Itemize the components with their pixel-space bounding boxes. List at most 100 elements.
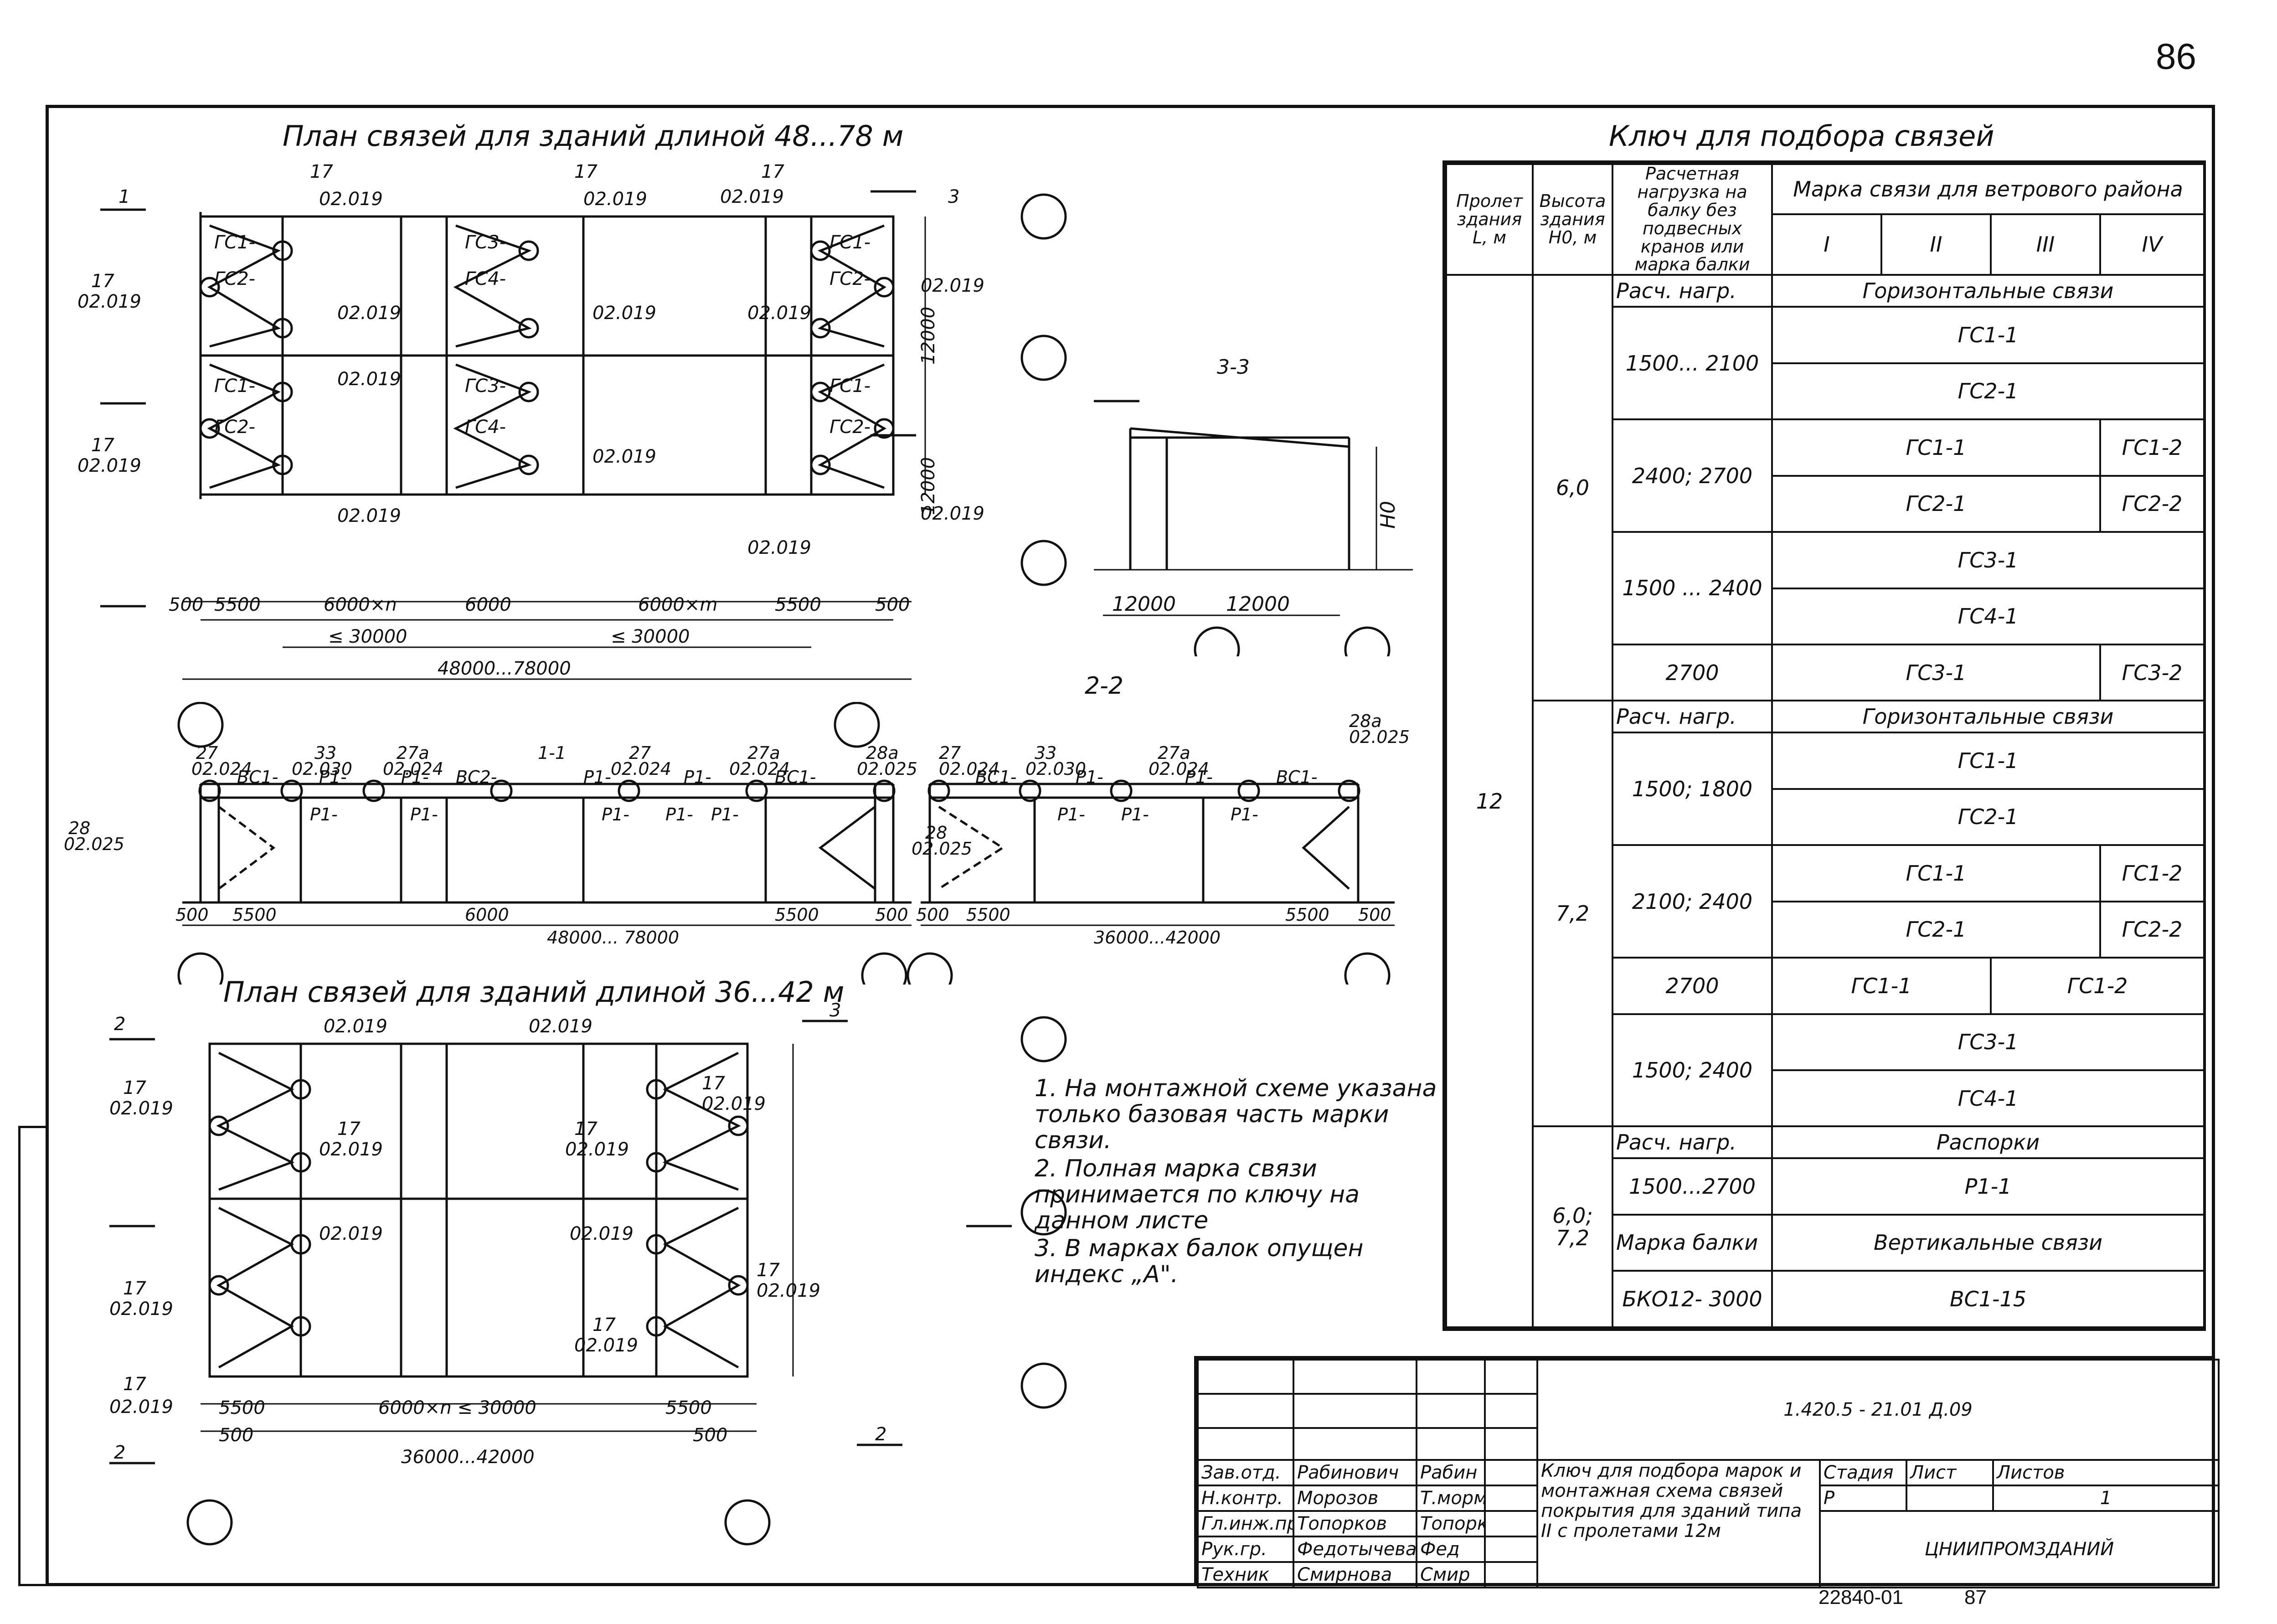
- svg-text:02.019: 02.019: [747, 537, 811, 558]
- svg-text:02.019: 02.019: [921, 503, 984, 524]
- svg-text:02.019: 02.019: [574, 1335, 638, 1356]
- svg-text:Р1-: Р1-: [711, 804, 739, 825]
- svg-text:12000: 12000: [918, 457, 939, 515]
- svg-text:ВС1-: ВС1-: [237, 767, 278, 787]
- svg-text:ГС1-: ГС1-: [214, 376, 255, 397]
- svg-text:02.024: 02.024: [1149, 759, 1209, 779]
- svg-text:02.019: 02.019: [757, 1280, 820, 1301]
- plan2-title: План связей для зданий длиной 36...42 м: [223, 975, 845, 1009]
- svg-text:28: 28: [68, 818, 90, 838]
- svg-text:5500: 5500: [232, 905, 277, 925]
- svg-text:17: 17: [123, 1278, 146, 1299]
- svg-text:48000...78000: 48000...78000: [438, 658, 571, 679]
- svg-text:5500: 5500: [775, 905, 819, 925]
- svg-text:≤ 30000: ≤ 30000: [611, 626, 690, 647]
- svg-text:500: 500: [693, 1425, 727, 1446]
- svg-text:02.019: 02.019: [529, 1016, 592, 1037]
- key-title: Ключ для подбора связей: [1609, 119, 1994, 153]
- svg-text:02.019: 02.019: [592, 303, 656, 324]
- svg-text:02.019: 02.019: [702, 1093, 766, 1114]
- svg-text:02.019: 02.019: [337, 505, 401, 526]
- svg-text:6000×n: 6000×n: [324, 594, 397, 615]
- svg-text:17: 17: [574, 161, 598, 182]
- doc-number: 1.420.5 - 21.01 Д.09: [1536, 1359, 2220, 1461]
- svg-text:02.019: 02.019: [319, 189, 383, 210]
- svg-text:500: 500: [916, 905, 949, 925]
- svg-text:02.025: 02.025: [1349, 727, 1410, 747]
- svg-text:02.019: 02.019: [720, 186, 784, 207]
- svg-text:≤ 30000: ≤ 30000: [328, 626, 407, 647]
- svg-text:500: 500: [1358, 905, 1391, 925]
- svg-text:ГС2-: ГС2-: [829, 417, 871, 438]
- svg-text:500: 500: [219, 1425, 253, 1446]
- svg-text:02.019: 02.019: [592, 446, 656, 467]
- plan1-title: План связей для зданий длиной 48...78 м: [283, 119, 904, 153]
- plan1-mark-02019: 02.019: [77, 291, 141, 312]
- svg-text:ВС1-: ВС1-: [775, 767, 816, 787]
- svg-text:6000: 6000: [465, 905, 509, 925]
- svg-text:02.019: 02.019: [921, 275, 984, 296]
- svg-text:02.019: 02.019: [583, 189, 647, 210]
- svg-text:5500: 5500: [665, 1397, 712, 1418]
- svg-text:5500: 5500: [775, 594, 821, 615]
- section-2-2-title: 2-2: [1085, 672, 1123, 700]
- svg-text:ВС2-: ВС2-: [456, 767, 497, 787]
- svg-text:6000×n ≤ 30000: 6000×n ≤ 30000: [378, 1397, 536, 1418]
- svg-text:02.019: 02.019: [747, 303, 811, 324]
- svg-text:02.019: 02.019: [109, 1098, 173, 1119]
- svg-text:02.019: 02.019: [319, 1139, 383, 1160]
- svg-text:36000...42000: 36000...42000: [401, 1447, 535, 1468]
- svg-text:02.019: 02.019: [565, 1139, 629, 1160]
- gc2-label: ГС2-: [214, 268, 255, 289]
- svg-text:6000: 6000: [465, 594, 511, 615]
- svg-text:02.024: 02.024: [729, 759, 790, 779]
- svg-text:27а: 27а: [747, 743, 780, 763]
- plan1-mark-17: 17: [91, 271, 114, 292]
- svg-text:02.019: 02.019: [570, 1223, 634, 1244]
- svg-text:17: 17: [592, 1315, 616, 1335]
- svg-text:33: 33: [1035, 743, 1056, 763]
- svg-text:02.025: 02.025: [64, 834, 124, 854]
- svg-text:02.024: 02.024: [383, 759, 443, 779]
- svg-text:Р1-: Р1-: [1185, 767, 1213, 787]
- gc4-label: ГС4-: [465, 268, 506, 289]
- svg-text:2: 2: [875, 1424, 886, 1445]
- svg-text:2: 2: [114, 1442, 125, 1463]
- svg-text:02.019: 02.019: [109, 1299, 173, 1320]
- section-3-3: 3-3 Н0 12000 12000: [1094, 356, 1413, 656]
- svg-text:5500: 5500: [219, 1397, 265, 1418]
- svg-text:ГС3-: ГС3-: [465, 376, 506, 397]
- svg-text:27: 27: [939, 743, 961, 763]
- svg-text:28а: 28а: [866, 743, 899, 763]
- svg-text:17: 17: [337, 1119, 361, 1139]
- svg-text:02.024: 02.024: [191, 759, 252, 779]
- footer-next-page: 87: [1964, 1586, 1987, 1609]
- svg-text:ГС2-: ГС2-: [214, 417, 255, 438]
- svg-text:6000×m: 6000×m: [638, 594, 717, 615]
- svg-text:17: 17: [761, 161, 784, 182]
- svg-text:Р1-: Р1-: [401, 767, 429, 787]
- note-3: 3. В марках балок опущен индекс „А".: [1035, 1235, 1364, 1289]
- svg-text:5500: 5500: [214, 594, 261, 615]
- gc1-label: ГС1-: [214, 232, 255, 253]
- svg-text:1: 1: [118, 186, 130, 207]
- svg-text:12000: 12000: [918, 307, 939, 365]
- svg-text:ГС1-: ГС1-: [829, 376, 871, 397]
- svg-text:02.019: 02.019: [337, 303, 401, 324]
- svg-text:02.030: 02.030: [1025, 759, 1086, 779]
- sheet-description: Ключ для подбора марок и монтажная схема…: [1536, 1459, 1821, 1588]
- svg-text:17: 17: [123, 1374, 146, 1395]
- svg-text:17: 17: [310, 161, 333, 182]
- binding-strip: [18, 1126, 46, 1586]
- svg-text:5500: 5500: [966, 905, 1010, 925]
- svg-text:28а: 28а: [1349, 711, 1382, 731]
- svg-text:17: 17: [91, 435, 114, 456]
- svg-text:5500: 5500: [1285, 905, 1329, 925]
- svg-text:27а: 27а: [1158, 743, 1190, 763]
- svg-text:Р1-: Р1-: [684, 767, 711, 787]
- svg-text:ВС1-: ВС1-: [975, 767, 1017, 787]
- svg-text:Р1-: Р1-: [310, 804, 338, 825]
